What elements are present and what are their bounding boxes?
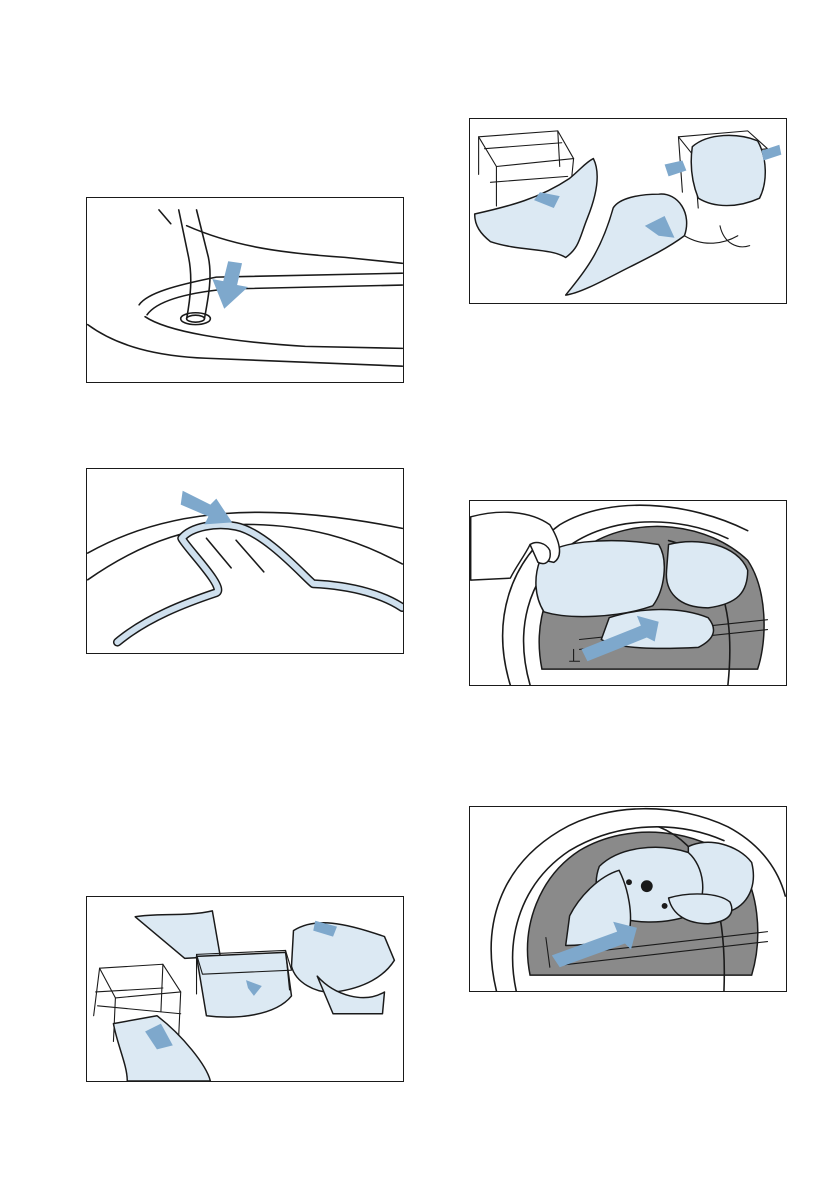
illustration-basket-insert-drum-with-hand	[469, 500, 787, 686]
basket-insert-drum-shoe-drawing	[470, 807, 786, 991]
down-right-arrow-icon	[181, 491, 232, 525]
illustration-basket-insert-drum-shoe	[469, 806, 787, 992]
illustration-pipe-insertion	[86, 197, 404, 383]
illustration-seal-groove	[86, 468, 404, 654]
illustration-basket-sock-fitting	[86, 896, 404, 1082]
basket-insert-drum-with-hand-drawing	[470, 501, 786, 685]
basket-sweater-wrapping-drawing	[470, 119, 786, 303]
shoe-eye-icon	[641, 880, 653, 892]
seal-groove-drawing	[87, 469, 403, 653]
illustration-basket-sweater-wrapping	[469, 118, 787, 304]
down-arrow-icon	[212, 261, 248, 308]
pipe-insertion-drawing	[87, 198, 403, 382]
basket-sock-fitting-drawing	[87, 897, 403, 1081]
